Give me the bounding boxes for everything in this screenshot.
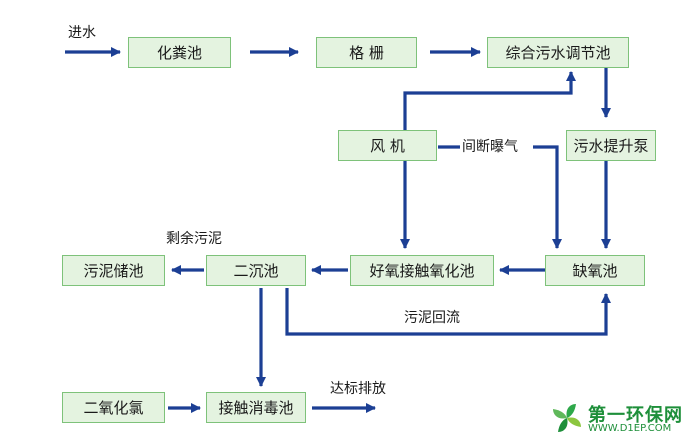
anoxic-tank-box: 缺氧池	[545, 255, 645, 286]
excess-sludge-label: 剩余污泥	[166, 231, 222, 247]
arrow-aeration-to-anoxic	[533, 145, 563, 250]
pinwheel-logo-icon	[553, 404, 581, 432]
logo-url: WWW.D1EP.COM	[588, 423, 672, 434]
blower-box: 风 机	[338, 130, 437, 161]
equalization-tank-box: 综合污水调节池	[487, 37, 629, 68]
chlorine-dioxide-box: 二氧化氯	[62, 392, 165, 423]
intermittent-aeration-label: 间断曝气	[462, 139, 518, 155]
arrow-sludge-return	[285, 288, 612, 336]
sludge-return-label: 污泥回流	[404, 310, 460, 326]
sludge-storage-box: 污泥储池	[62, 255, 165, 286]
disinfection-tank-box: 接触消毒池	[206, 392, 306, 423]
septic-tank-box: 化粪池	[128, 37, 231, 68]
arrow-blower-to-equalization	[403, 70, 577, 130]
secondary-clarifier-box: 二沉池	[206, 255, 306, 286]
contact-oxidation-box: 好氧接触氧化池	[350, 255, 494, 286]
grille-box: 格 栅	[316, 37, 417, 68]
inflow-label: 进水	[68, 25, 96, 41]
logo-name: 第一环保网	[588, 405, 683, 426]
discharge-label: 达标排放	[330, 381, 386, 397]
lift-pump-box: 污水提升泵	[566, 130, 656, 161]
site-logo: 第一环保网 WWW.D1EP.COM	[550, 395, 700, 443]
